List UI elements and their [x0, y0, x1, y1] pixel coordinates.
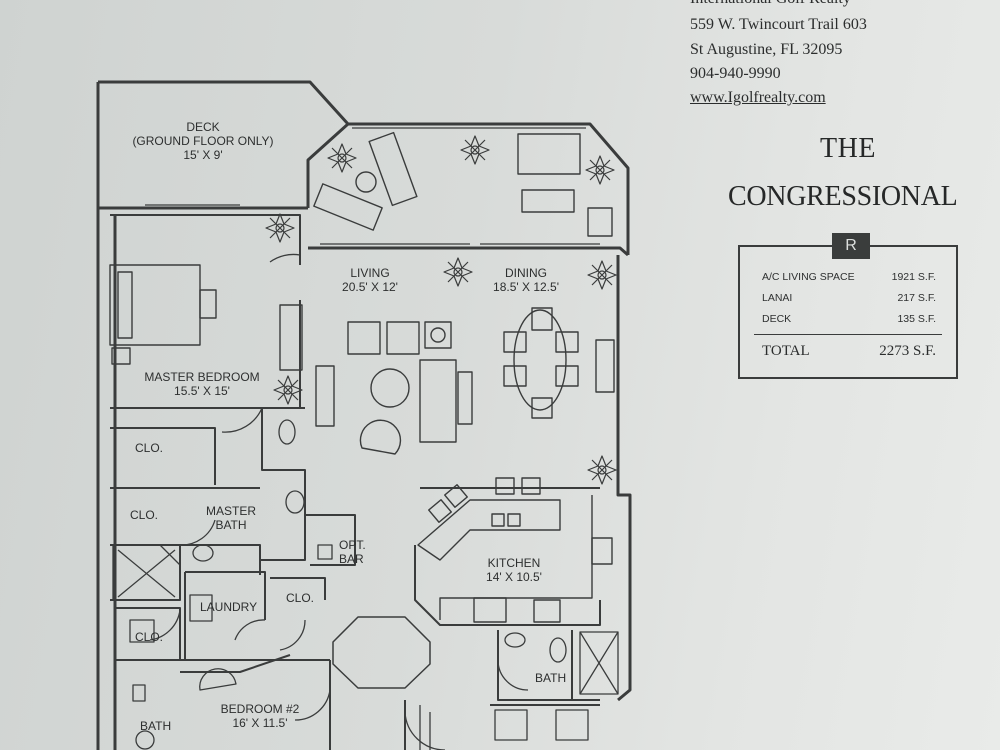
area-total-value: 2273 S.F.: [879, 343, 936, 359]
interior-walls: [110, 214, 601, 750]
room-bedroom-2-name: BEDROOM #2: [220, 702, 300, 716]
room-master-bedroom: MASTER BEDROOM 15.5' X 15': [132, 370, 272, 398]
room-bedroom-2: BEDROOM #2 16' X 11.5': [205, 702, 315, 730]
agency-address: 559 W. Twincourt Trail 603: [690, 16, 867, 33]
area-row: DECK 135 S.F.: [762, 313, 936, 325]
room-deck-name: DECK: [186, 120, 220, 134]
foyer-table: [332, 616, 431, 689]
room-deck-size: 15' X 9': [183, 148, 223, 162]
bath-laundry-fixtures: [112, 419, 619, 750]
room-closet: CLO.: [286, 591, 315, 605]
room-master-bath: MASTER BATH: [196, 504, 266, 532]
room-kitchen-size: 14' X 10.5': [486, 570, 542, 584]
room-closet: CLO.: [130, 508, 159, 522]
room-dining: DINING 18.5' X 12.5': [476, 266, 576, 294]
room-living-size: 20.5' X 12': [342, 280, 398, 294]
room-closet: CLO.: [135, 441, 164, 455]
kitchen-fixtures: [417, 477, 613, 623]
room-deck: DECK (GROUND FLOOR ONLY) 15' X 9': [108, 120, 298, 162]
area-total-row: TOTAL 2273 S.F.: [762, 343, 936, 360]
exterior-walls: [96, 80, 632, 750]
area-row-value: 217 S.F.: [897, 292, 936, 304]
room-kitchen: KITCHEN 14' X 10.5': [464, 556, 564, 584]
living-dining-furniture: [109, 264, 615, 455]
agency-phone: 904-940-9990: [690, 65, 781, 82]
room-bath: BATH: [140, 719, 172, 733]
room-bedroom-2-size: 16' X 11.5': [232, 716, 288, 730]
room-bath: BATH: [535, 671, 567, 685]
brand-logo-icon: R: [832, 233, 870, 259]
room-living: LIVING 20.5' X 12': [320, 266, 420, 294]
room-master-bath-line2: BATH: [215, 518, 247, 532]
plan-title-line1: THE: [820, 133, 876, 164]
agency-website[interactable]: www.Igolfrealty.com: [690, 89, 826, 106]
area-row: A/C LIVING SPACE 1921 S.F.: [762, 271, 936, 283]
plant-symbols: [265, 135, 617, 485]
room-opt-bar-line2: BAR: [339, 552, 364, 566]
room-kitchen-name: KITCHEN: [487, 556, 541, 570]
plan-title-line2: CONGRESSIONAL: [728, 181, 958, 212]
area-row-label: A/C LIVING SPACE: [762, 271, 855, 283]
area-row-label: LANAI: [762, 292, 793, 304]
area-row-value: 135 S.F.: [897, 313, 936, 325]
agency-city: St Augustine, FL 32095: [690, 41, 843, 58]
area-row: LANAI 217 S.F.: [762, 292, 936, 304]
area-divider: [754, 334, 942, 335]
room-closet: CLO.: [135, 630, 164, 644]
room-dining-size: 18.5' X 12.5': [493, 280, 559, 294]
area-row-label: DECK: [762, 313, 792, 325]
room-master-bath-line1: MASTER: [205, 504, 256, 518]
room-opt-bar-line1: OPT.: [339, 538, 366, 552]
room-master-bedroom-size: 15.5' X 15': [174, 384, 230, 398]
area-total-label: TOTAL: [762, 343, 810, 359]
room-laundry: LAUNDRY: [200, 600, 258, 614]
agency-name: International Golf Realty: [690, 0, 851, 8]
room-opt-bar: OPT. BAR: [339, 538, 366, 566]
room-master-bedroom-name: MASTER BEDROOM: [144, 370, 260, 384]
room-deck-note: (GROUND FLOOR ONLY): [132, 134, 274, 148]
room-living-name: LIVING: [350, 266, 390, 280]
door-swings: [149, 253, 529, 750]
window-marks: [145, 127, 600, 245]
room-dining-name: DINING: [505, 266, 547, 280]
lanai-furniture: [313, 131, 613, 237]
area-row-value: 1921 S.F.: [891, 271, 936, 283]
